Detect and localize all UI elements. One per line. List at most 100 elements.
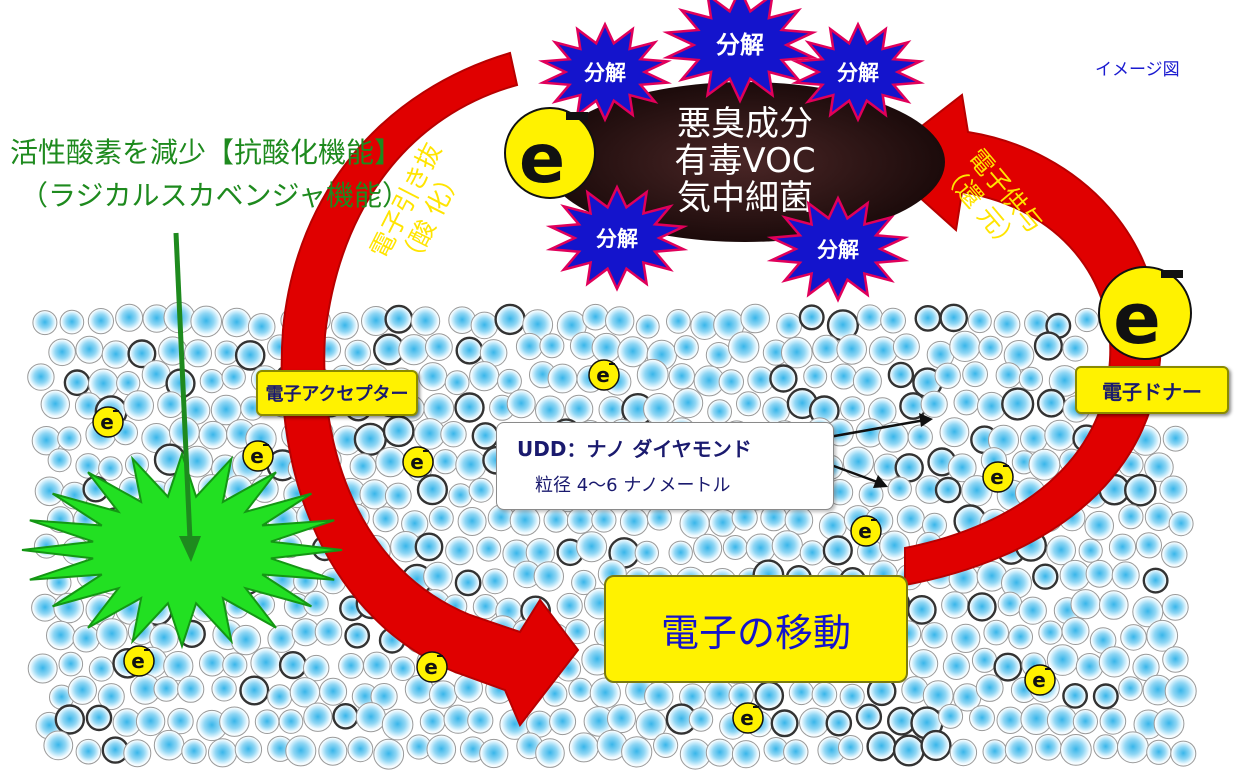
nanodiamond-particle [384,482,412,510]
electron-small-symbol: e [858,519,872,543]
nanodiamond-particle [941,591,969,619]
nanodiamond-particle [668,540,693,565]
nanodiamond-particle [1099,590,1129,620]
nanodiamond-particle [1135,532,1163,559]
nanodiamond-particle [372,506,399,533]
nanodiamond-particle [234,340,266,371]
nanodiamond-particle [85,704,113,732]
nanodiamond-particle [1084,510,1114,541]
burst-shape [538,21,672,123]
nanodiamond-particle [636,358,669,391]
nanodiamond-particle [969,705,995,732]
nanodiamond-particle [967,309,992,334]
nanodiamond-particle [619,507,649,536]
nanodiamond-particle [967,592,997,622]
electron-small-symbol: e [250,444,264,468]
nanodiamond-particle [344,622,371,649]
nanodiamond-particle [995,362,1022,389]
nanodiamond-particle [479,738,509,769]
nanodiamond-particle [921,622,948,649]
nanodiamond-particle [838,735,864,761]
nanodiamond-particle [398,334,430,366]
electron-small-symbol: e [100,410,114,434]
nanodiamond-particle [1032,563,1059,590]
nanodiamond-particle [34,476,65,507]
nanodiamond-particle [457,507,487,536]
nanodiamond-particle [177,675,205,703]
nanodiamond-particle [1153,708,1185,740]
nanodiamond-particle [153,729,185,761]
electron-small-circle [732,702,764,734]
nanodiamond-particle [1036,388,1066,418]
nanodiamond-particle [653,732,679,759]
electron-minus [1161,270,1183,278]
nanodiamond-particle [454,392,485,423]
nanodiamond-particle [40,389,70,419]
nanodiamond-particle [722,535,748,560]
electron-small: e [1024,664,1056,696]
nanodiamond-particle [96,618,128,650]
electron-small: e [850,515,882,547]
nanodiamond-particle [868,336,898,366]
nanodiamond-particle [373,738,405,770]
electron-small-minus [1045,668,1051,670]
nanodiamond-particle [822,535,853,566]
nanodiamond-particle [607,704,636,734]
nanodiamond-particle [47,448,72,473]
nanodiamond-particle [101,340,131,369]
nanodiamond-particle [621,736,653,768]
decompose-label: 分解 [716,31,764,59]
pollutant-line-1: 悪臭成分 [677,104,813,144]
nanodiamond-particle [1161,541,1188,568]
nanodiamond-particle [1164,675,1197,708]
decompose-label: 分解 [837,61,879,85]
nanodiamond-particle [858,482,884,508]
nanodiamond-particle [331,311,359,340]
nanodiamond-particle [1124,473,1157,507]
nanodiamond-particle [634,540,659,566]
nanodiamond-particle [222,307,252,338]
nanodiamond-particle [549,708,577,736]
nanodiamond-particle [27,653,58,684]
nanodiamond-particle [250,647,282,679]
electron-small-minus [1003,465,1009,467]
nanodiamond-particle [571,569,597,596]
right-arc-arrow [876,93,1162,587]
nanodiamond-particle [1144,452,1174,483]
nanodiamond-particle [247,313,276,341]
nanodiamond-particle [947,453,977,483]
nanodiamond-particle [591,507,617,533]
nanodiamond-particle [471,422,500,450]
nanodiamond-particle [705,738,734,767]
electron-small-circle [982,461,1014,493]
nanodiamond-particle [58,651,84,677]
nanodiamond-particle [731,740,761,769]
nanodiamond-particle [942,652,971,681]
green-pointer-head [179,536,201,562]
nanodiamond-particle [32,310,58,336]
nanodiamond-particle [879,530,910,562]
electron-small-circle [123,645,155,677]
image-caption: イメージ図 [1095,60,1180,80]
nanodiamond-particle [75,738,102,765]
nanodiamond-particle [543,507,569,533]
electron-small-symbol: e [596,363,610,387]
udd-pointer-1-head [919,413,933,427]
nanodiamond-particle [199,650,226,677]
nanodiamond-particle [444,370,470,396]
nanodiamond-particle [812,334,841,364]
nanodiamond-particle [222,652,248,678]
nanodiamond-particle [754,680,785,711]
nanodiamond-particle [909,649,939,679]
pollutant-line-2: 有毒VOC [674,141,815,181]
electron-acceptor-label: 電子アクセプター [256,370,418,416]
nanodiamond-particle [1072,709,1099,735]
nanodiamond-particle [414,532,444,562]
nanodiamond-particle [920,390,948,418]
nanodiamond-particle [59,309,85,335]
nanodiamond-particle [123,390,154,421]
nanodiamond-particle [996,706,1024,734]
nanodiamond-particle [149,623,179,653]
nanodiamond-particle [1001,387,1035,421]
